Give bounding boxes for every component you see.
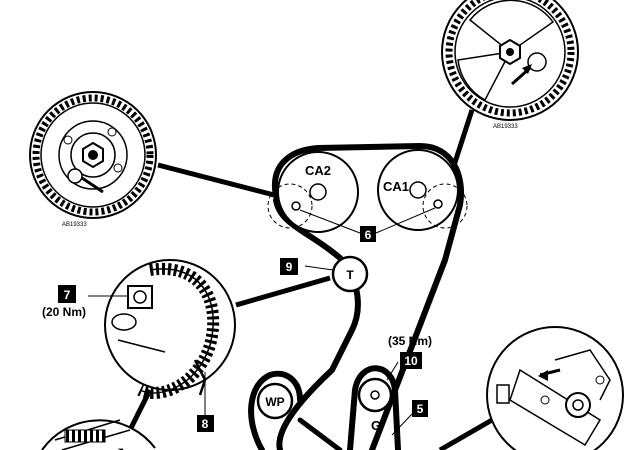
torque-35nm: (35 Nm) — [388, 334, 432, 348]
label-ca2: CA2 — [305, 163, 331, 178]
svg-text:9: 9 — [286, 260, 293, 274]
figure-code-right: AB19333 — [493, 124, 518, 130]
svg-text:7: 7 — [64, 288, 71, 302]
callout-6: 6 — [360, 226, 376, 242]
callout-5: 5 — [412, 400, 428, 417]
svg-text:8: 8 — [202, 417, 209, 431]
figure-code-left: AB19333 — [62, 222, 87, 228]
label-water-pump: WP — [265, 395, 284, 409]
water-pump-pulley — [256, 382, 294, 420]
callout-7: 7 — [58, 285, 76, 303]
label-ca1: CA1 — [383, 179, 409, 194]
label-idler: G — [371, 418, 381, 433]
left-sprocket-inset — [29, 91, 157, 219]
svg-text:10: 10 — [404, 354, 418, 368]
idler-pulley — [357, 361, 413, 436]
callout-9: 9 — [280, 258, 298, 275]
callout-8: 8 — [197, 415, 214, 432]
bottom-left-inset — [41, 419, 156, 450]
svg-text:5: 5 — [417, 402, 424, 416]
right-sprocket-inset — [441, 0, 579, 121]
tensioner-pulley — [304, 255, 369, 293]
camshaft-pulley-ca1 — [377, 149, 468, 231]
label-tensioner: T — [346, 268, 354, 282]
svg-text:6: 6 — [365, 228, 372, 242]
timing-belt — [248, 143, 464, 450]
locking-tool-inset — [486, 326, 624, 450]
camshaft-pulley-ca2 — [267, 151, 359, 233]
torque-20nm: (20 Nm) — [42, 305, 86, 319]
callout-10: 10 — [400, 352, 422, 369]
callout-6-leaders — [299, 207, 436, 234]
tensioner-inset — [88, 259, 236, 415]
